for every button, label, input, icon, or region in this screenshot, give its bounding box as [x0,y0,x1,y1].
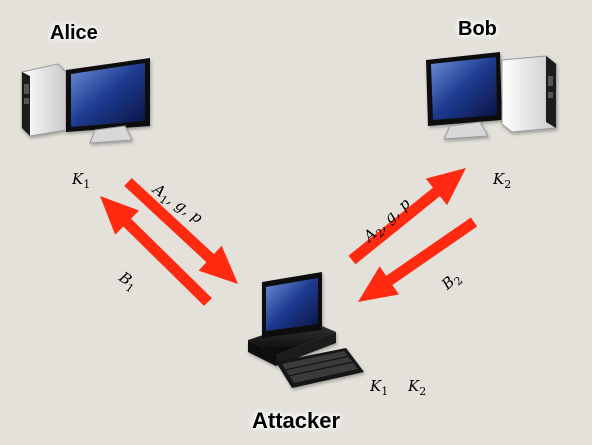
alice-label: Alice [50,22,98,44]
alice-key-label: K1 [72,170,91,191]
arrow-alice-to-attacker [124,178,238,284]
arrow-bob-to-attacker [358,217,478,302]
bob-key-label: K2 [493,170,512,191]
alice-computer-icon [21,58,150,144]
attacker-label: Attacker [252,408,341,433]
attacker-computer-icon [248,272,364,388]
attacker-key2-label: K2 [408,377,427,398]
arrow-attacker-to-bob [348,168,466,265]
attacker-key1-label: K1 [370,377,389,398]
arrow-attacker-to-alice [100,196,212,306]
bob-label: Bob [458,18,497,40]
bob-computer-icon [426,52,557,140]
